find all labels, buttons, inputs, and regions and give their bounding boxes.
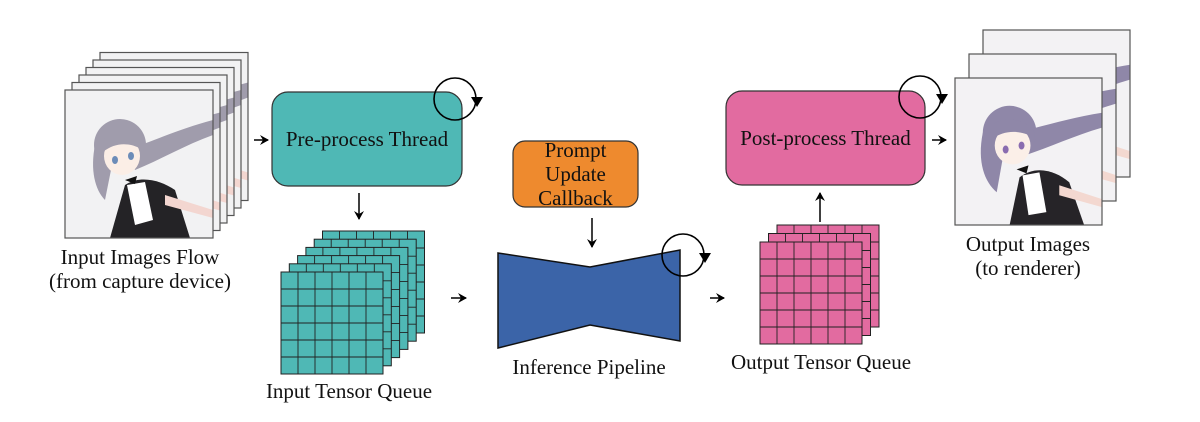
inference-pipeline-shape	[497, 249, 681, 349]
prompt-update-callback-label: Prompt Update Callback	[513, 138, 638, 210]
prompt-label-line1: Prompt Update	[544, 138, 607, 186]
input-tensor-queue-stack	[280, 230, 425, 375]
output-images-label-line2: (to renderer)	[975, 256, 1081, 280]
input-images-label: Input Images Flow (from capture device)	[30, 245, 250, 293]
image-frame	[64, 89, 214, 239]
prompt-label-line2: Callback	[538, 186, 613, 210]
output-tensor-queue-label: Output Tensor Queue	[730, 350, 912, 374]
input-images-stack	[64, 51, 249, 239]
tensor-layer	[759, 241, 863, 345]
rotation-arrow-icon	[661, 233, 711, 277]
rotation-arrow-icon	[898, 75, 948, 119]
postprocess-thread-label: Post-process Thread	[740, 126, 911, 150]
inference-pipeline-label: Inference Pipeline	[512, 355, 666, 379]
preprocess-thread-box	[271, 91, 463, 187]
output-images-stack	[954, 29, 1131, 226]
preprocess-thread-label: Pre-process Thread	[285, 127, 449, 151]
output-images-label: Output Images (to renderer)	[948, 232, 1108, 280]
image-frame	[954, 77, 1103, 226]
input-images-label-line1: Input Images Flow	[60, 245, 220, 269]
rotation-arrow-icon	[433, 77, 483, 121]
output-images-label-line1: Output Images	[965, 232, 1091, 256]
input-tensor-queue-label: Input Tensor Queue	[265, 379, 433, 403]
postprocess-thread-box	[725, 90, 926, 186]
prompt-update-callback-box	[512, 140, 639, 208]
tensor-layer	[280, 271, 384, 375]
output-tensor-queue-stack	[759, 224, 880, 345]
input-images-label-line2: (from capture device)	[49, 269, 231, 293]
